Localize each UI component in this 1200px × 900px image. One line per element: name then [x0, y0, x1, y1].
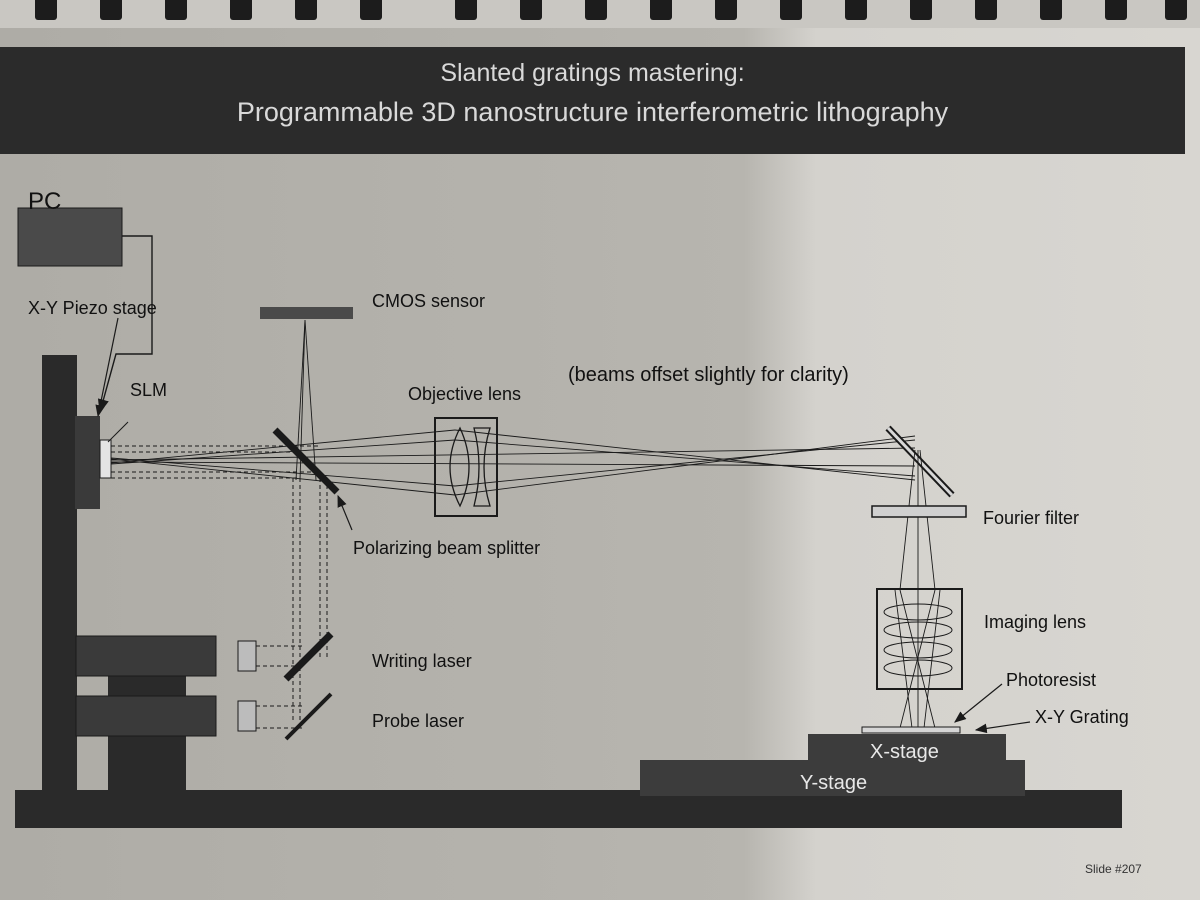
- binder-ring: [360, 0, 382, 20]
- title-bar: Slanted gratings mastering: Programmable…: [0, 47, 1185, 154]
- xy-piezo-stage-label: X-Y Piezo stage: [28, 298, 157, 318]
- binder-ring: [910, 0, 932, 20]
- diagram-page: [0, 28, 1200, 900]
- probe-laser-body: [75, 695, 217, 737]
- laser-beam-paths: [111, 445, 328, 729]
- optical-table: [15, 790, 1122, 828]
- binder-ring: [165, 0, 187, 20]
- slide-number: Slide #207: [1085, 862, 1142, 876]
- pc-box: [17, 207, 123, 267]
- cmos-sensor-label: CMOS sensor: [372, 291, 486, 311]
- fourier-filter-label: Fourier filter: [983, 508, 1080, 528]
- optical-setup-diagram: [0, 28, 1200, 900]
- y-stage: [640, 760, 1025, 796]
- x-stage: [808, 734, 1006, 760]
- imaging-lens-label: Imaging lens: [984, 612, 1087, 632]
- xy-grating-label: X-Y Grating: [1035, 707, 1129, 727]
- photoresist-pointer: [954, 683, 1003, 723]
- imaging-lens-elements: [883, 603, 953, 677]
- x-stage-label: X-stage: [870, 741, 939, 763]
- cmos-sensor: [260, 307, 353, 319]
- vertical-mount: [42, 355, 77, 795]
- photoresist-sample: [861, 726, 961, 734]
- polarizing-beam-splitter-label: Polarizing beam splitter: [353, 538, 541, 558]
- fourier-filter: [871, 505, 967, 518]
- imaging-beams: [894, 449, 941, 729]
- slm-mount: [75, 416, 100, 509]
- binder-ring: [585, 0, 607, 20]
- imaging-lens-housing: [876, 588, 963, 690]
- binder-ring: [715, 0, 737, 20]
- pbs-pointer: [337, 494, 353, 531]
- writing-laser-aperture: [237, 640, 257, 672]
- slm-device: [99, 439, 112, 479]
- binder-ring: [230, 0, 252, 20]
- title-line-1: Slanted gratings mastering:: [440, 59, 745, 87]
- binder-strip: [0, 0, 1200, 28]
- binder-ring: [650, 0, 672, 20]
- slm-pointer: [107, 421, 129, 443]
- pc-cable: [97, 235, 153, 414]
- binder-ring: [975, 0, 997, 20]
- binder-ring: [1105, 0, 1127, 20]
- binder-ring: [520, 0, 542, 20]
- objective-lens-label: Objective lens: [408, 384, 522, 404]
- binder-ring: [1040, 0, 1062, 20]
- probe-laser-label: Probe laser: [372, 711, 465, 731]
- title-line-2: Programmable 3D nanostructure interferom…: [236, 97, 949, 127]
- objective-lens-housing: [434, 417, 498, 517]
- binder-ring: [780, 0, 802, 20]
- beams-note-label: (beams offset slightly for clarity): [568, 364, 849, 386]
- objective-lens-element: [449, 426, 470, 508]
- main-beams: [110, 429, 916, 496]
- writing-laser-label: Writing laser: [372, 651, 472, 671]
- grating-pointer: [974, 721, 1031, 734]
- binder-ring: [845, 0, 867, 20]
- slm-label: SLM: [130, 380, 168, 400]
- writing-laser-body: [75, 635, 217, 677]
- photoresist-label: Photoresist: [1006, 670, 1097, 690]
- piezo-pointer: [95, 317, 119, 418]
- probe-laser-mirror: [284, 692, 333, 741]
- y-stage-label: Y-stage: [800, 772, 868, 794]
- probe-laser-aperture: [237, 700, 257, 732]
- pc-label: PC: [28, 188, 62, 215]
- binder-ring: [455, 0, 477, 20]
- binder-ring: [35, 0, 57, 20]
- objective-lens-element: [473, 427, 491, 507]
- binder-ring: [100, 0, 122, 20]
- binder-ring: [295, 0, 317, 20]
- writing-laser-mirror: [283, 631, 334, 682]
- polarizing-beam-splitter: [272, 427, 340, 495]
- binder-ring: [1165, 0, 1187, 20]
- fold-mirror-face: [886, 426, 954, 497]
